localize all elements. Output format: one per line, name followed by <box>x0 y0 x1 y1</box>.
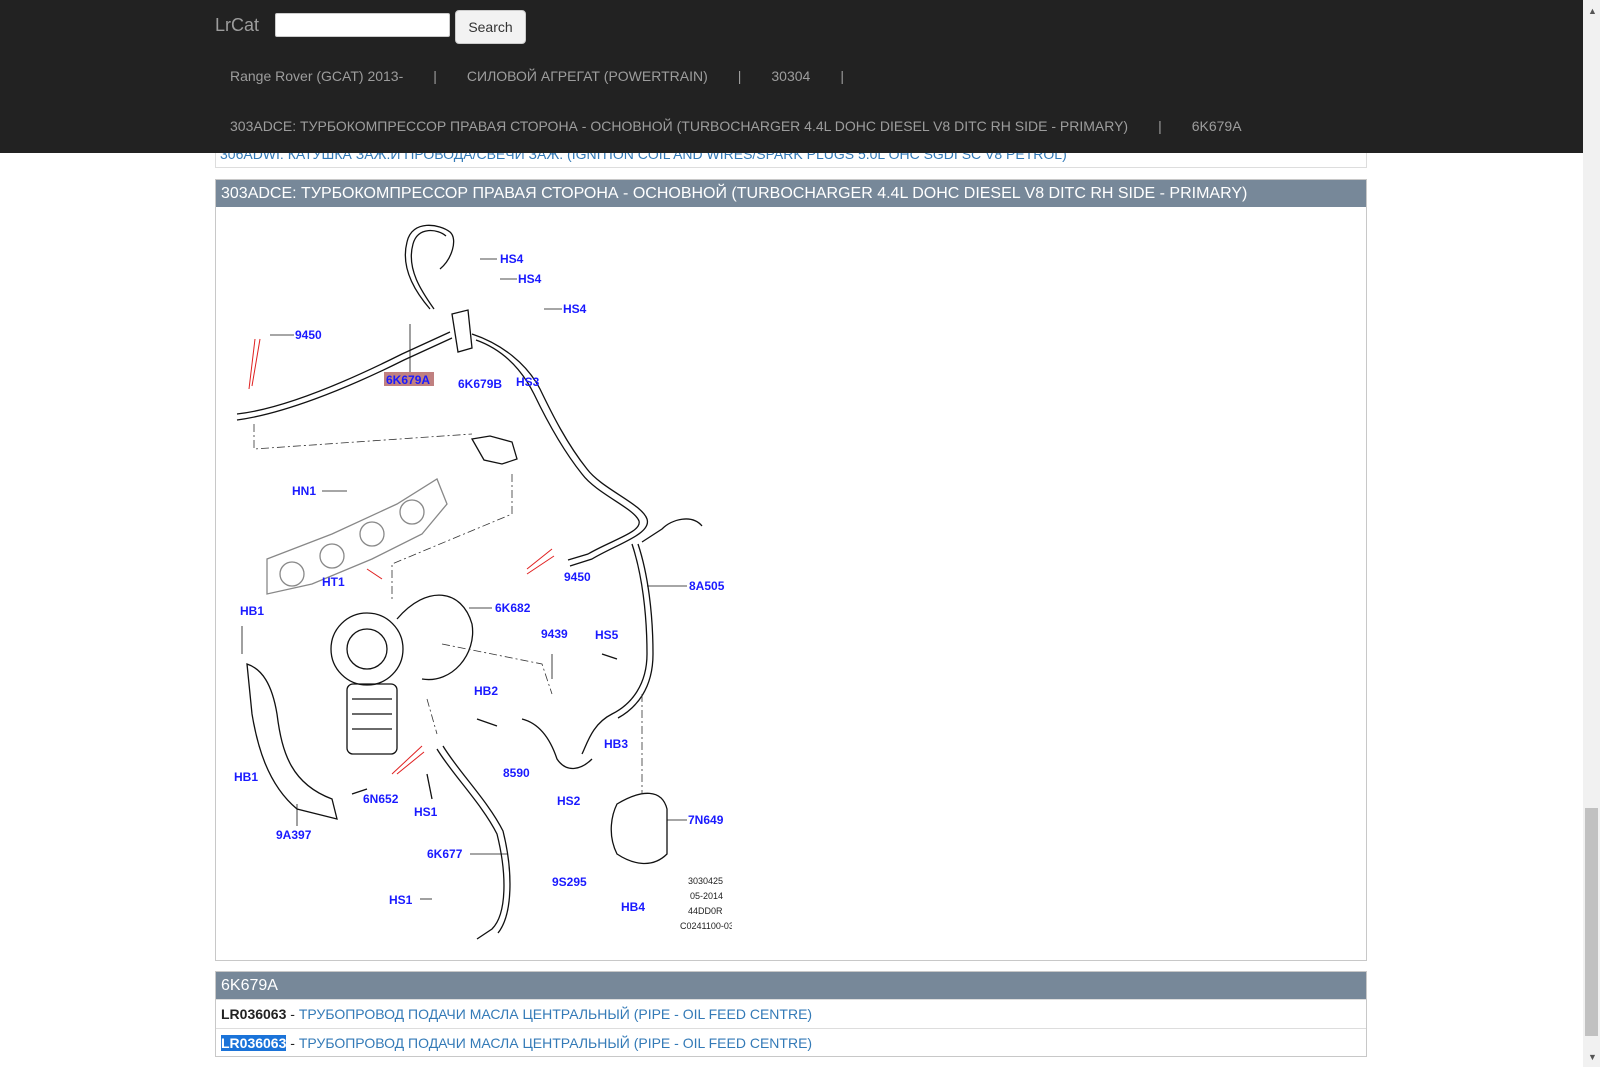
callout-9s295[interactable]: 9S295 <box>552 875 587 889</box>
callout-9439[interactable]: 9439 <box>541 627 568 641</box>
diagram-panel: 303ADCE: ТУРБОКОМПРЕССОР ПРАВАЯ СТОРОНА … <box>215 179 1367 961</box>
callout-9a397[interactable]: 9A397 <box>276 828 312 842</box>
diagram-ref-id: C0241100-03 <box>680 921 732 931</box>
parts-diagram: HS4 HS4 HS4 9450 6K679A 6K679B HS3 HN1 9… <box>234 224 732 940</box>
oil-pipe-right-inner <box>475 339 640 561</box>
part-dash: - <box>286 1035 299 1051</box>
callout-6k682[interactable]: 6K682 <box>495 601 531 615</box>
turbine-housing <box>396 594 474 681</box>
callout-6n652[interactable]: 6N652 <box>363 792 399 806</box>
breadcrumb-separator: | <box>840 68 844 84</box>
search-button[interactable]: Search <box>455 10 526 44</box>
scrollbar-thumb[interactable] <box>1585 808 1598 1036</box>
callout-hb1[interactable]: HB1 <box>234 770 258 784</box>
callout-hs2[interactable]: HS2 <box>557 794 581 808</box>
turbo-actuator <box>346 683 398 755</box>
callout-9450[interactable]: 9450 <box>295 328 322 342</box>
breadcrumb-separator: | <box>433 68 437 84</box>
coolant-hose <box>521 718 593 770</box>
breadcrumb-part[interactable]: 6K679A <box>1191 118 1242 134</box>
callout-7n649[interactable]: 7N649 <box>688 813 724 827</box>
part-number[interactable]: LR036063 <box>221 1006 287 1022</box>
callout-hs4[interactable]: HS4 <box>518 272 542 286</box>
breadcrumb-subgroup[interactable]: 30304 <box>771 68 811 84</box>
callout-hs5[interactable]: HS5 <box>595 628 619 642</box>
callout-hs1[interactable]: HS1 <box>389 893 413 907</box>
parts-panel: 6K679A LR036063 - ТРУБОПРОВОД ПОДАЧИ МАС… <box>215 971 1367 1057</box>
part-description-link[interactable]: ТРУБОПРОВОД ПОДАЧИ МАСЛА ЦЕНТРАЛЬНЫЙ (PI… <box>298 1006 813 1022</box>
diagram-panel-title: 303ADCE: ТУРБОКОМПРЕССОР ПРАВАЯ СТОРОНА … <box>216 180 1366 207</box>
breadcrumb-group[interactable]: СИЛОВОЙ АГРЕГАТ (POWERTRAIN) <box>466 68 708 84</box>
callout-hb2[interactable]: HB2 <box>474 684 498 698</box>
selected-part-highlight <box>384 372 434 386</box>
oil-pipe-left-inner <box>236 337 453 421</box>
diagram-ref-number: 3030425 <box>688 876 723 886</box>
callout-hs4[interactable]: HS4 <box>563 302 587 316</box>
oil-return-pipe <box>436 748 505 940</box>
table-row: LR036063 - ТРУБОПРОВОД ПОДАЧИ МАСЛА ЦЕНТ… <box>216 999 1366 1028</box>
banjo-fitting <box>470 435 518 465</box>
callout-8a505[interactable]: 8A505 <box>689 579 725 593</box>
callout-hs1[interactable]: HS1 <box>414 805 438 819</box>
brand-logo[interactable]: LrCat <box>215 15 260 35</box>
breadcrumb-diagram[interactable]: 303ADCE: ТУРБОКОМПРЕССОР ПРАВАЯ СТОРОНА … <box>230 118 1129 134</box>
oil-pipe-upper-inner <box>410 229 447 310</box>
support-bracket <box>610 792 668 865</box>
parts-panel-title: 6K679A <box>216 972 1366 999</box>
breadcrumb-row2: 303ADCE: ТУРБОКОМПРЕССОР ПРАВАЯ СТОРОНА … <box>230 118 1242 134</box>
callout-hs4[interactable]: HS4 <box>500 252 524 266</box>
part-dash: - <box>286 1006 299 1022</box>
diagram-ref-code: 44DD0R <box>688 906 723 916</box>
breadcrumb: Range Rover (GCAT) 2013- | СИЛОВОЙ АГРЕГ… <box>230 68 874 84</box>
search-input[interactable] <box>275 13 450 37</box>
callout-hn1[interactable]: HN1 <box>292 484 316 498</box>
callout-6k679b[interactable]: 6K679B <box>458 377 502 391</box>
coolant-pipe <box>581 543 648 755</box>
table-row: LR036063 - ТРУБОПРОВОД ПОДАЧИ МАСЛА ЦЕНТ… <box>216 1028 1366 1057</box>
exhaust-manifold <box>266 478 448 595</box>
part-description-link[interactable]: ТРУБОПРОВОД ПОДАЧИ МАСЛА ЦЕНТРАЛЬНЫЙ (PI… <box>298 1035 813 1051</box>
turbo-compressor-housing <box>330 612 404 686</box>
diagram-ref-date: 05-2014 <box>690 891 723 901</box>
page-scrollbar[interactable] <box>1583 0 1600 1067</box>
scroll-down-icon[interactable]: ▼ <box>1588 1052 1597 1062</box>
callout-8590[interactable]: 8590 <box>503 766 530 780</box>
oil-pipe-right <box>471 333 648 567</box>
part-number-selected[interactable]: LR036063 <box>221 1035 287 1051</box>
top-navbar: LrCat Search Range Rover (GCAT) 2013- | … <box>0 0 1583 153</box>
callout-6k679a[interactable]: 6K679A <box>386 373 430 387</box>
callout-hb1[interactable]: HB1 <box>240 604 264 618</box>
callout-hb4[interactable]: HB4 <box>621 900 645 914</box>
breadcrumb-model[interactable]: Range Rover (GCAT) 2013- <box>230 68 404 84</box>
scroll-up-icon[interactable]: ▲ <box>1588 6 1597 16</box>
oil-pipe-left <box>236 331 451 415</box>
callout-ht1[interactable]: HT1 <box>322 575 345 589</box>
callout-9450[interactable]: 9450 <box>564 570 591 584</box>
callout-6k677[interactable]: 6K677 <box>427 847 463 861</box>
pipe-bracket <box>451 309 473 353</box>
breadcrumb-separator: | <box>737 68 742 84</box>
callout-hb3[interactable]: HB3 <box>604 737 628 751</box>
callout-hs3[interactable]: HS3 <box>516 375 540 389</box>
breadcrumb-separator: | <box>1158 118 1162 134</box>
heat-shield <box>246 663 338 820</box>
oil-pipe-upper <box>404 224 455 310</box>
